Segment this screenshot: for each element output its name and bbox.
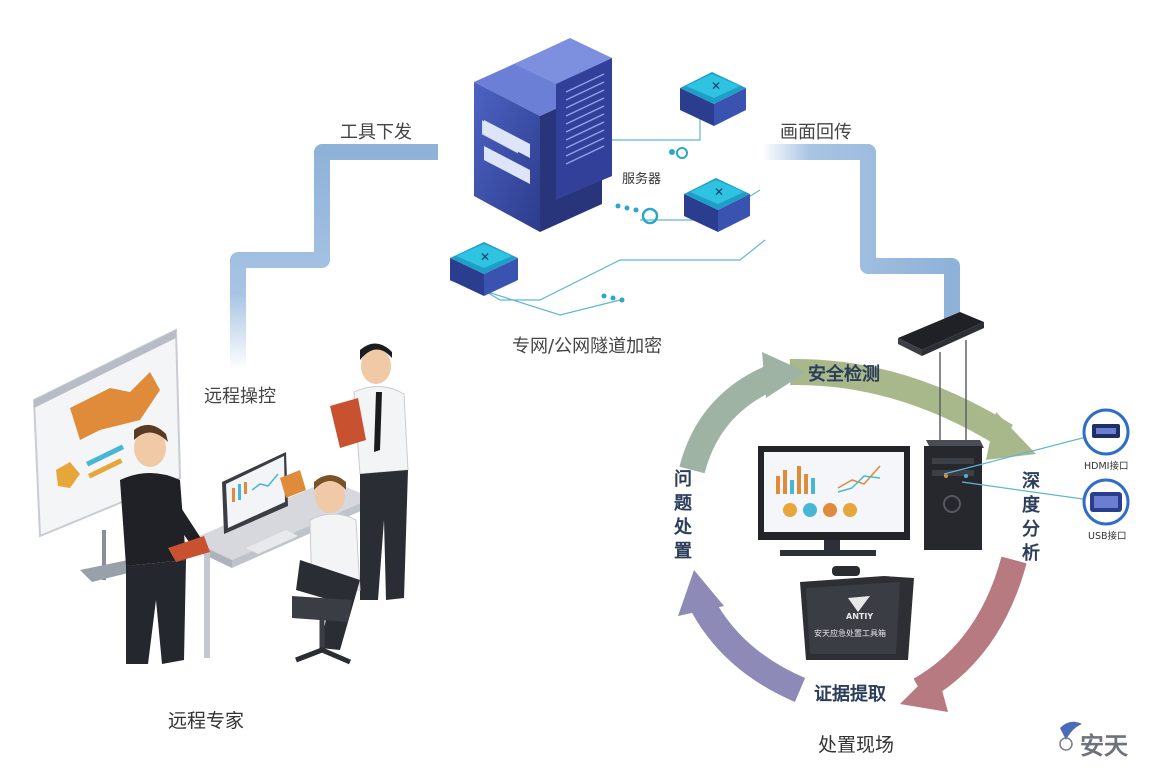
hdmi-port-label: HDMI接口 bbox=[1084, 461, 1129, 472]
cycle-arrow-security-detection bbox=[789, 358, 1036, 460]
screen-return-label: 画面回传 bbox=[780, 122, 852, 143]
adapter-device-icon bbox=[898, 312, 984, 440]
expert-standing-left-figure bbox=[120, 424, 210, 664]
network-node-icon: ✕ bbox=[680, 72, 746, 126]
problem-handling-label: 问题处置 bbox=[674, 469, 692, 562]
remote-control-label: 远程操控 bbox=[204, 386, 276, 407]
security-detection-label: 安全检测 bbox=[808, 364, 880, 385]
port-callout-lines bbox=[943, 435, 1091, 501]
usb-port-label: USB接口 bbox=[1088, 531, 1127, 542]
cycle-arrow-deep-analysis bbox=[900, 556, 1027, 712]
emergency-toolbox-icon bbox=[800, 566, 914, 660]
evidence-extraction-label: 证据提取 bbox=[814, 684, 886, 705]
expert-seated-figure bbox=[292, 475, 361, 665]
antiy-logo-mark bbox=[1059, 721, 1082, 751]
server-rack-icon bbox=[474, 38, 612, 232]
svg-text:✕: ✕ bbox=[480, 250, 490, 264]
cycle-arrow-problem-handling bbox=[679, 352, 806, 474]
flow-line-left bbox=[230, 144, 438, 370]
tunnel-encryption-label: 专网/公网隧道加密 bbox=[512, 336, 663, 357]
field-computer-tower bbox=[924, 440, 984, 550]
network-dots bbox=[601, 147, 688, 303]
usb-port-icon bbox=[1082, 478, 1130, 526]
watermark-text: 安天 bbox=[1080, 732, 1128, 760]
expert-standing-right-figure bbox=[330, 343, 409, 600]
svg-text:✕: ✕ bbox=[714, 185, 724, 199]
toolbox-brand-label: ANTIY bbox=[846, 612, 874, 621]
cycle-arrow-evidence-extraction bbox=[678, 570, 806, 702]
svg-text:✕: ✕ bbox=[711, 79, 721, 93]
flow-line-right bbox=[762, 144, 960, 320]
onsite-handling-label: 处置现场 bbox=[818, 734, 895, 756]
tool-dispatch-label: 工具下发 bbox=[340, 122, 412, 143]
field-computer-monitor bbox=[758, 446, 910, 556]
network-node-icon: ✕ bbox=[450, 242, 518, 296]
network-node-icon: ✕ bbox=[684, 178, 750, 232]
remote-expert-label: 远程专家 bbox=[168, 710, 245, 732]
hdmi-port-icon bbox=[1082, 408, 1130, 456]
deep-analysis-label: 深度分析 bbox=[1022, 471, 1040, 564]
server-label: 服务器 bbox=[622, 172, 662, 187]
toolbox-caption-label: 安天应急处置工具箱 bbox=[814, 629, 886, 638]
